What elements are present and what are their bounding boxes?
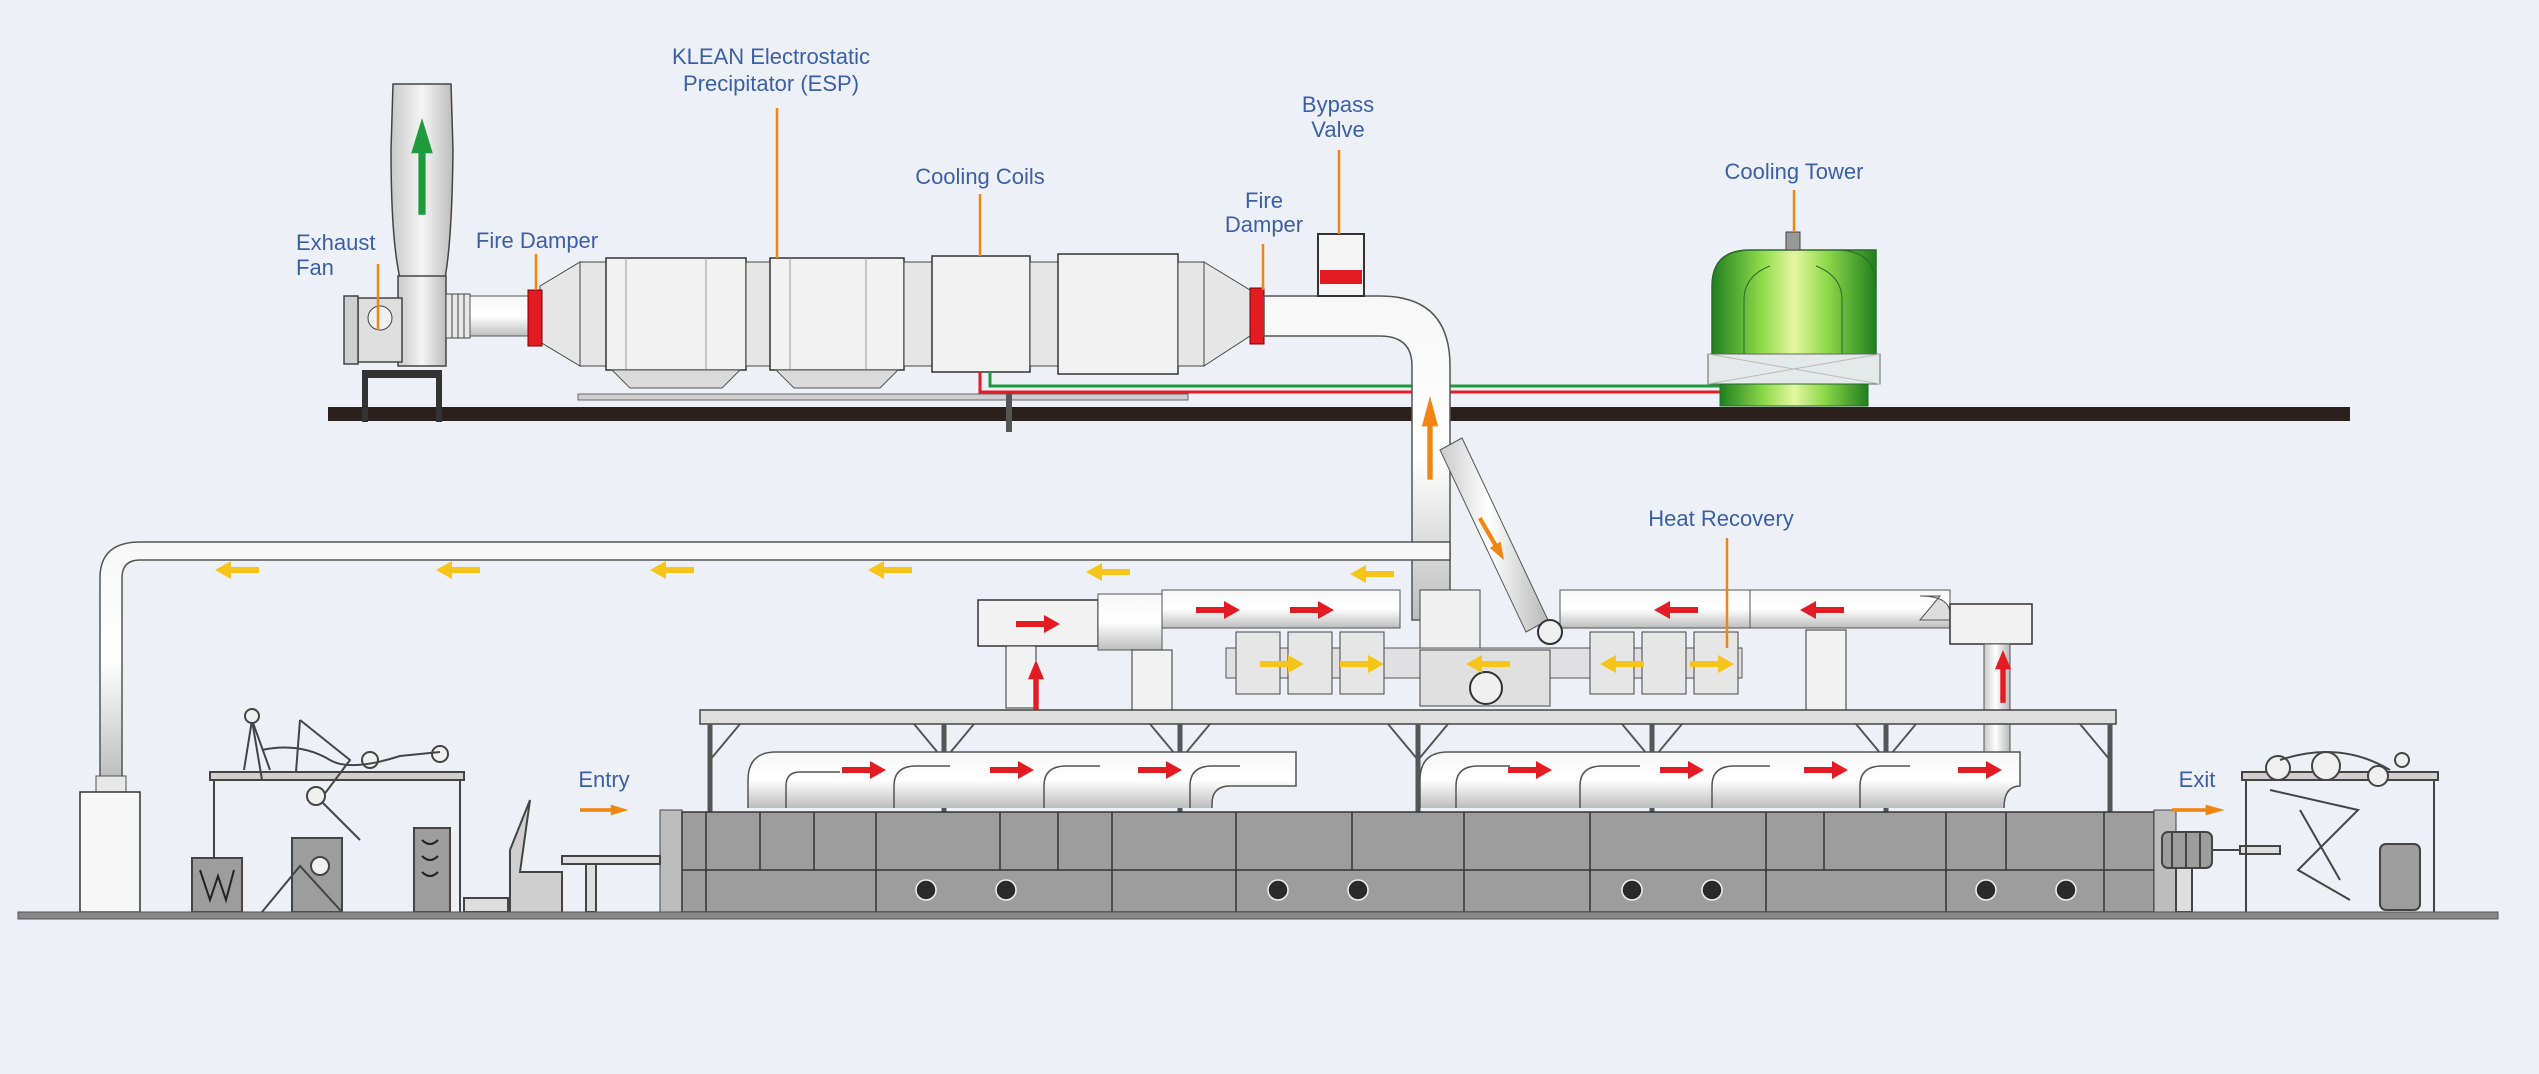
cooling-coils-unit <box>931 253 1265 432</box>
heat-recovery-label: Heat Recovery <box>1648 506 1794 531</box>
fire-damper-right <box>1249 287 1265 345</box>
duct-to-esp <box>469 261 581 367</box>
esp-unit <box>577 257 1189 401</box>
bypass-duct <box>1263 233 1451 621</box>
cooling-water-lines <box>978 372 1720 394</box>
exit-machinery <box>2161 751 2439 913</box>
cooling-tower-label: Cooling Tower <box>1724 159 1863 184</box>
entry-arrow-icon <box>580 804 629 816</box>
entry-machinery <box>191 708 661 913</box>
heat-recovery-units <box>977 589 2033 755</box>
leader-lines <box>376 108 1796 648</box>
exit-arrow-icon <box>2172 804 2225 816</box>
cooling-tower <box>1707 231 1881 407</box>
fire-damper-left-label: Fire Damper <box>476 228 598 253</box>
bypass-valve-damper <box>1320 270 1362 284</box>
fire-damper-left <box>527 289 543 347</box>
oven-body <box>659 809 2177 913</box>
exhaust-stack <box>390 83 454 367</box>
oven-hot-air-ducts <box>747 751 2021 809</box>
exhaust-fan <box>343 293 471 422</box>
return-air-duct <box>79 541 1451 913</box>
cooling-coils-label: Cooling Coils <box>915 164 1045 189</box>
ground-floor <box>17 911 2499 920</box>
exit-label: Exit <box>2179 767 2216 792</box>
entry-label: Entry <box>578 767 629 792</box>
upper-platform <box>328 407 2350 421</box>
